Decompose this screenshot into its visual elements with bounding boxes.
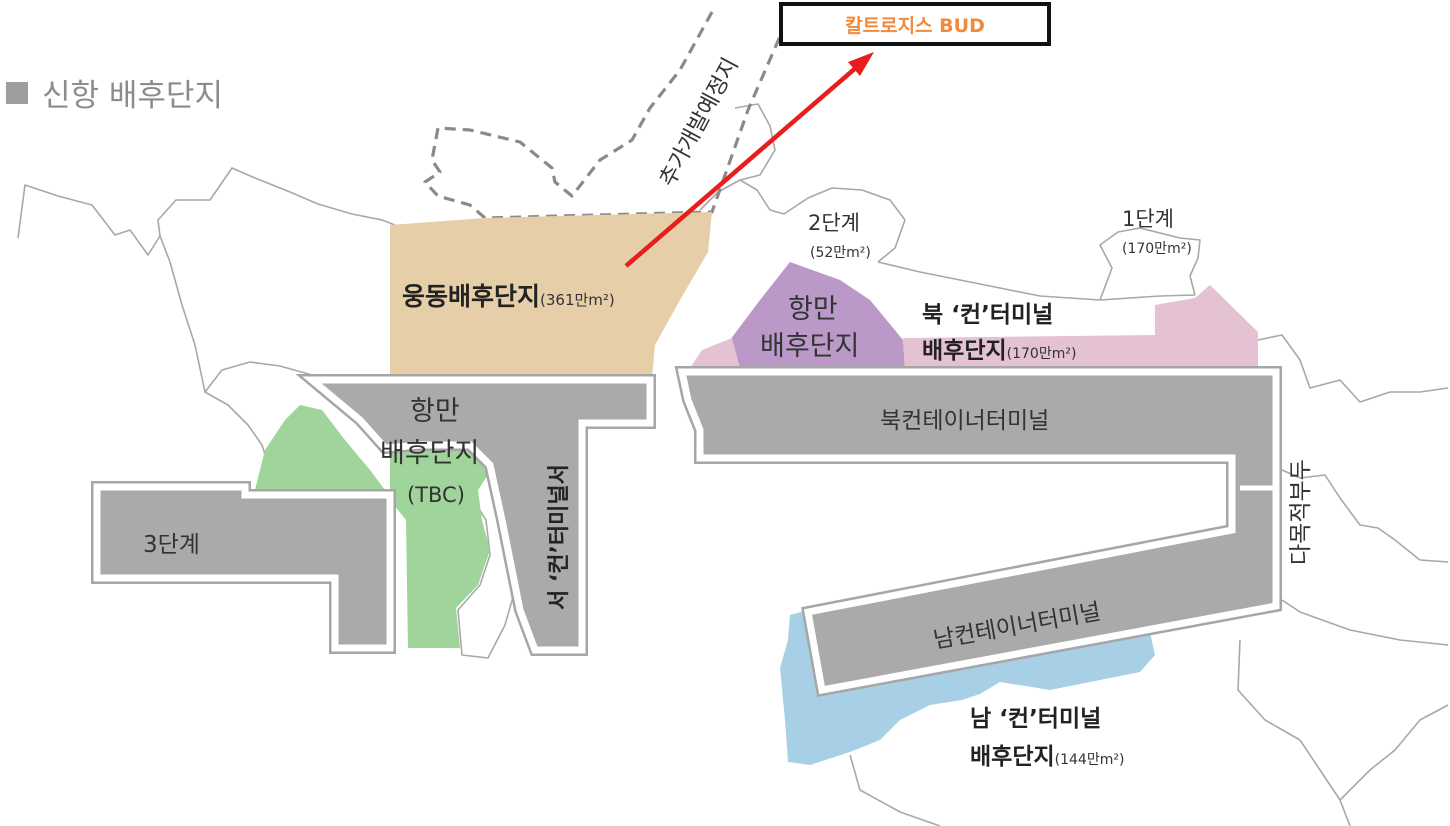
hangman-tbc-line3: (TBC) (407, 483, 465, 507)
north-terminal-hinterland-area (903, 285, 1258, 370)
woongdong-name: 웅동배후단지 (402, 282, 540, 311)
north-terminal-label: 북컨테이너터미널 (880, 408, 1049, 434)
north-hinterland-line2: 배후단지 (922, 338, 1007, 364)
north-terminal-hinterland-left-area (690, 338, 740, 368)
bud-callout-text: 칼트로지스 BUD (845, 14, 985, 37)
stage1-name: 1단계 (1122, 207, 1174, 231)
hangman-north-line2: 배후단지 (760, 331, 859, 362)
west-terminal-label: 서 ‘컨’터미널서 (547, 464, 572, 610)
west-terminal (302, 376, 654, 654)
north-terminal (677, 368, 1280, 695)
future-development-label: 추가개발예정지 (655, 54, 744, 191)
stage1-size: (170만m²) (1122, 241, 1192, 257)
map-title-text: 신항 배후단지 (42, 78, 223, 114)
future-development-outline (423, 11, 790, 220)
north-hinterland-line1: 북 ‘컨’터미널 (922, 302, 1053, 328)
hangman-tbc-green-left (255, 405, 385, 490)
multipurpose-pier-label: 다목적부두 (1288, 459, 1314, 565)
south-hinterland-line1: 남 ‘컨’터미널 (970, 706, 1101, 732)
north-hinterland-size: (170만m²) (1007, 346, 1077, 362)
south-hinterland-line2: 배후단지 (970, 744, 1055, 770)
stage3-area (93, 483, 394, 652)
hangman-tbc-line1: 항만 (410, 396, 460, 427)
south-hinterland-size: (144만m²) (1055, 752, 1125, 768)
coastline (17, 103, 1449, 826)
hangman-tbc-line2: 배후단지 (380, 438, 479, 469)
stage3-name: 3단계 (143, 532, 200, 558)
stage2-size: (52만m²) (810, 245, 871, 261)
map-title: 신항 배후단지 (6, 70, 223, 115)
hangman-north-area (730, 262, 905, 370)
hangman-north-line1: 항만 (788, 294, 838, 325)
woongdong-label: 웅동배후단지(361만m²) (402, 282, 615, 311)
bud-callout-box: 칼트로지스 BUD (779, 2, 1051, 46)
bud-arrow (624, 52, 874, 268)
title-square-icon (6, 81, 28, 104)
north-hinterland-line2-group: 배후단지(170만m²) (922, 338, 1076, 364)
woongdong-area (390, 212, 712, 378)
woongdong-size: (361만m²) (540, 291, 615, 309)
south-hinterland-line2-group: 배후단지(144만m²) (970, 744, 1124, 770)
stage2-name: 2단계 (808, 211, 860, 235)
